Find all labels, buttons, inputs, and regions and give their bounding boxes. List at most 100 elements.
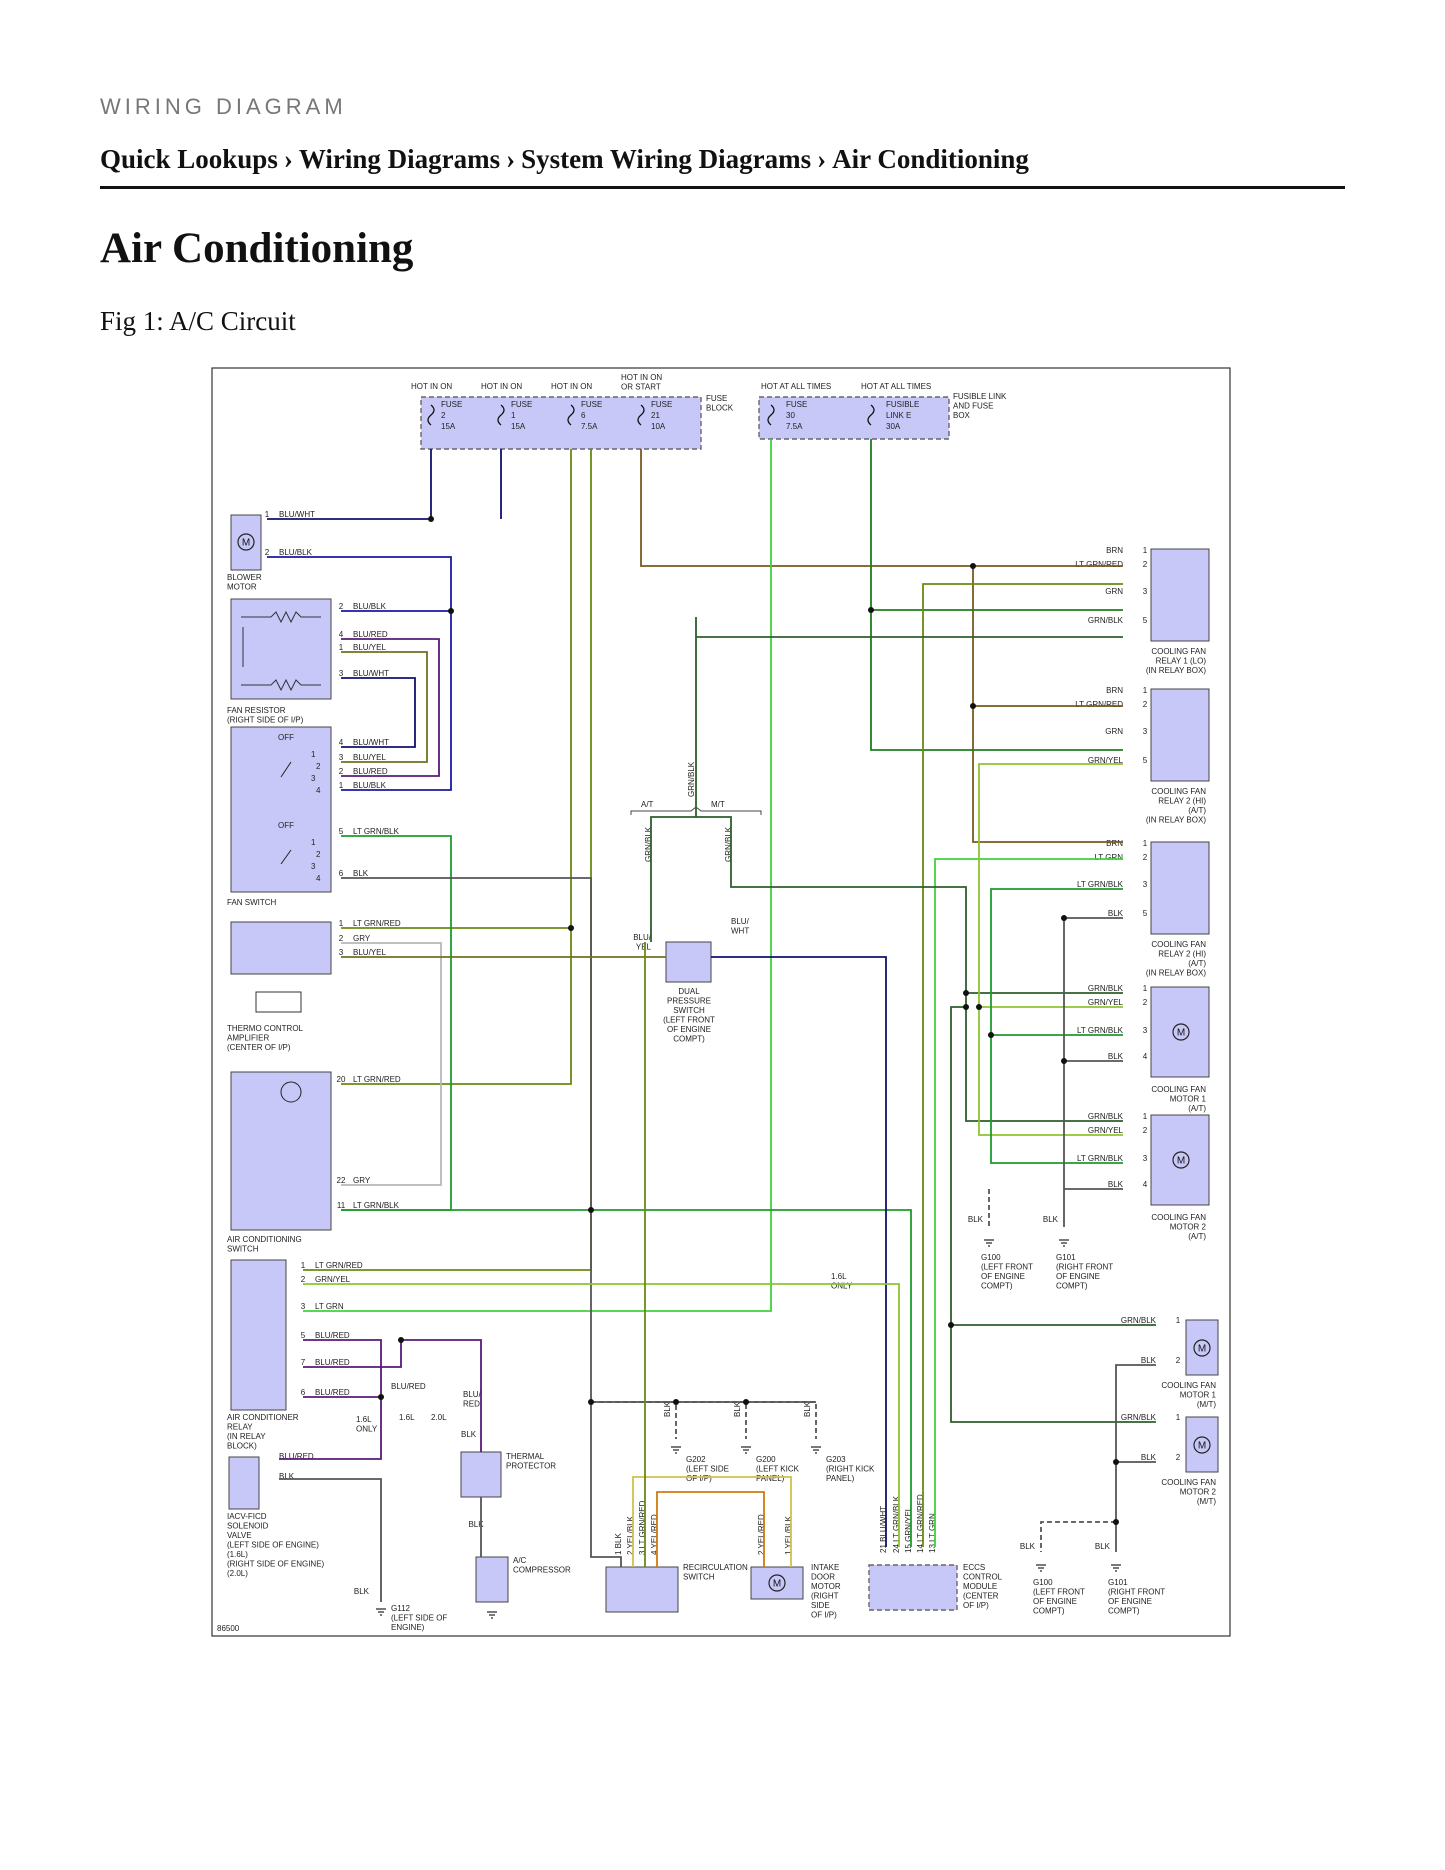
resistor-icon bbox=[241, 610, 321, 624]
wire-grn bbox=[870, 439, 1123, 751]
splice-dot bbox=[448, 608, 454, 614]
figure-id: 86500 bbox=[217, 1624, 240, 1633]
switch-position: 2 bbox=[316, 762, 321, 771]
ground-label: G100 bbox=[1033, 1578, 1053, 1587]
breadcrumb-air-conditioning[interactable]: Air Conditioning bbox=[832, 144, 1029, 174]
ground-label: (LEFT SIDE OF bbox=[391, 1614, 447, 1623]
wire-gry bbox=[341, 942, 442, 1186]
wire-yel-blk bbox=[632, 1476, 792, 1567]
switch-contact-icon bbox=[280, 761, 292, 778]
wire-label: GRN/BLK bbox=[724, 826, 733, 862]
intake-door-motor bbox=[750, 1566, 804, 1600]
ground-label: G202 bbox=[686, 1455, 706, 1464]
component-label: (A/T) bbox=[1188, 1232, 1206, 1241]
fuse-block-label: BLOCK bbox=[706, 404, 734, 413]
wire-label: BRN bbox=[1106, 839, 1123, 848]
component-label: PROTECTOR bbox=[506, 1462, 556, 1471]
cooling-fan-relay-2-hi bbox=[1150, 841, 1210, 935]
fuse-label: FUSE bbox=[581, 400, 602, 409]
component-label: (M/T) bbox=[1197, 1400, 1216, 1409]
wire-label: LT GRN/BLK bbox=[353, 1201, 400, 1210]
ground-label: COMPT) bbox=[1056, 1282, 1088, 1291]
pin-number: 2 bbox=[1176, 1356, 1181, 1365]
wire-blu-blk bbox=[341, 610, 452, 791]
fuse-label: 7.5A bbox=[786, 422, 803, 431]
thermal-protector bbox=[460, 1451, 502, 1498]
wire-label: GRY bbox=[353, 1176, 371, 1185]
cooling-fan-motor-icon bbox=[1193, 1436, 1211, 1454]
wire-label: 13 LT GRN bbox=[928, 1513, 937, 1553]
fuse-hot-label: HOT IN ON bbox=[551, 382, 592, 391]
fuse-icon bbox=[637, 404, 645, 426]
pin-number: 1 bbox=[1143, 686, 1148, 695]
pin-number: 5 bbox=[301, 1331, 306, 1340]
page-title: Air Conditioning bbox=[100, 225, 414, 272]
fuse-hot-label: HOT IN ON bbox=[481, 382, 522, 391]
breadcrumb-wiring-diagrams[interactable]: Wiring Diagrams bbox=[298, 144, 501, 174]
component-label: AIR CONDITIONER bbox=[227, 1413, 299, 1422]
component-label: DOOR bbox=[811, 1573, 835, 1582]
pin-number: 5 bbox=[1143, 756, 1148, 765]
pin-number: 1 bbox=[1143, 1112, 1148, 1121]
pin-number: 3 bbox=[1143, 880, 1148, 889]
splice-dot bbox=[588, 1399, 594, 1405]
component-label: (IN RELAY BOX) bbox=[1146, 969, 1207, 978]
ground-label: (RIGHT FRONT bbox=[1056, 1263, 1113, 1272]
ground-label: (RIGHT KICK bbox=[826, 1465, 875, 1474]
fuse-label: FUSIBLE bbox=[886, 400, 919, 409]
component-label: RECIRCULATION bbox=[683, 1563, 748, 1572]
ground-label: PANEL) bbox=[756, 1474, 785, 1483]
recirculation-switch bbox=[605, 1566, 679, 1613]
component-label: (IN RELAY bbox=[227, 1432, 266, 1441]
eccs-control-module bbox=[868, 1564, 958, 1611]
wire-grn-blk bbox=[696, 816, 1123, 994]
section-kicker: WIRING DIAGRAM bbox=[100, 94, 347, 119]
pin-number: 4 bbox=[339, 630, 344, 639]
component-label: MOTOR bbox=[811, 1582, 841, 1591]
wire-label: LT GRN bbox=[315, 1302, 344, 1311]
splice-dot bbox=[378, 1394, 384, 1400]
pin-number: 3 bbox=[1143, 1026, 1148, 1035]
wire-label: BLU/ bbox=[633, 933, 652, 942]
ac-compressor bbox=[475, 1556, 509, 1603]
pin-number: 5 bbox=[1143, 616, 1148, 625]
fan-switch bbox=[230, 726, 332, 893]
ground-label: (RIGHT FRONT bbox=[1108, 1588, 1165, 1597]
wire-label: GRN/YEL bbox=[315, 1275, 351, 1284]
pin-number: 11 bbox=[337, 1201, 346, 1210]
component-label: SWITCH bbox=[673, 1006, 705, 1015]
wire-label: BLU/RED bbox=[391, 1382, 426, 1391]
fuse-label: FUSE bbox=[441, 400, 462, 409]
breadcrumb-system-wiring-diagrams[interactable]: System Wiring Diagrams bbox=[521, 144, 812, 174]
wire-label: 21 BLU/WHT bbox=[879, 1506, 888, 1553]
wire-brn bbox=[972, 566, 1123, 843]
splice-dot bbox=[976, 1004, 982, 1010]
wire-grn-blk bbox=[650, 617, 697, 942]
fuse-label: 2 bbox=[441, 411, 446, 420]
pin-number: 1 bbox=[301, 1261, 306, 1270]
pin-number: 20 bbox=[337, 1075, 346, 1084]
motor-icon-letter: M bbox=[1177, 1028, 1185, 1039]
wire-label: BLU/RED bbox=[279, 1452, 314, 1461]
switch-position: 3 bbox=[311, 774, 316, 783]
pin-number: 3 bbox=[301, 1302, 306, 1311]
breadcrumb-quick-lookups[interactable]: Quick Lookups bbox=[100, 144, 278, 174]
fuse-label: 30A bbox=[886, 422, 901, 431]
component-label: RELAY 1 (LO) bbox=[1156, 657, 1207, 666]
page-header: WIRING DIAGRAM Quick Lookups›Wiring Diag… bbox=[100, 94, 1345, 175]
wire-grn-yel bbox=[978, 763, 1123, 1136]
wire-label: BLK bbox=[803, 1401, 812, 1417]
pin-number: 4 bbox=[339, 738, 344, 747]
component-label: THERMAL bbox=[506, 1452, 545, 1461]
pin-number: 5 bbox=[339, 827, 344, 836]
pin-number: 1 bbox=[1176, 1413, 1181, 1422]
wire-label: BLU/YEL bbox=[353, 948, 386, 957]
component-label: MOTOR 1 bbox=[1180, 1391, 1217, 1400]
splice-dot bbox=[948, 1322, 954, 1328]
wire-label: RED bbox=[463, 1400, 480, 1409]
ground-label: ENGINE) bbox=[391, 1623, 425, 1632]
wire-label: 3 LT GRN/RED bbox=[638, 1500, 647, 1555]
ground-label: OF I/P) bbox=[686, 1474, 712, 1483]
wire-label: BLK bbox=[353, 869, 369, 878]
pin-number: 1 bbox=[1143, 546, 1148, 555]
